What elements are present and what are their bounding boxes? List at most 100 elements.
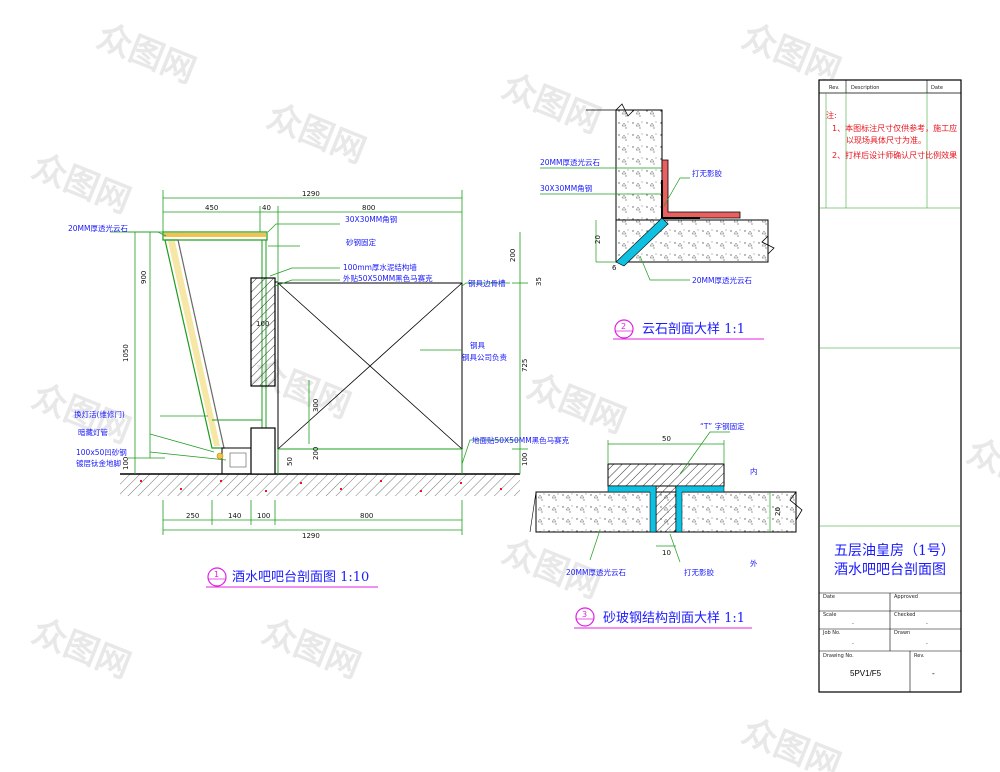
label-equip-1: 钢具	[470, 340, 485, 350]
dim-left-top: 450	[205, 204, 218, 212]
dim-100-right: 100	[521, 453, 529, 466]
tb-field-rev: Rev.	[914, 653, 925, 659]
detail2-dim-6: 6	[612, 264, 617, 272]
tb-note-line: 1、本图标注尺寸仅供参考，施工应	[832, 123, 957, 133]
dim-725: 725	[521, 359, 529, 372]
tb-project-line2: 酒水吧吧台剖面图	[834, 562, 946, 578]
counter-top	[162, 231, 268, 241]
title-block: Rev. Description Date 注: 1、本图标注尺寸仅供参考，施工…	[818, 79, 962, 693]
detail2-dim-20: 20	[594, 235, 602, 244]
label-lamp: 换灯活(维修门)	[74, 409, 125, 419]
dim-100-left: 100	[122, 457, 130, 470]
dim-35: 35	[535, 277, 543, 286]
dim-200-inner: 200	[312, 447, 320, 460]
section-3-drawing: 50 20 10 “T” 字钢固定 内 外 20MM厚透光云石 打无影胶 3 砂…	[529, 421, 803, 629]
front-panel-stone	[168, 241, 220, 446]
watermark: 众图网	[497, 66, 607, 141]
dim-200-right: 200	[509, 249, 517, 262]
detail3-dim-50: 50	[662, 435, 671, 443]
section-1-title-text: 酒水吧吧台剖面图 1:10	[232, 570, 369, 585]
glue-left	[607, 485, 657, 533]
tb-drawing-number: 5PV1/F5	[850, 669, 882, 678]
detail-wall	[615, 109, 663, 221]
tb-project-line1: 五层油皇房（1号）	[834, 543, 955, 559]
label-base-2: 镀层钛金地脚	[76, 458, 121, 468]
detail3-dim-10: 10	[662, 549, 671, 557]
dim-total-top: 1290	[302, 190, 320, 198]
right-dimension-lines	[512, 232, 528, 474]
tb-field-drawn: Drawn	[894, 630, 910, 636]
dim-right-top: 800	[362, 204, 375, 212]
stone-diagonal	[615, 217, 669, 267]
watermark: 众图网	[962, 431, 1000, 506]
dim-100-bottom: 100	[257, 512, 270, 520]
wall-base	[250, 427, 276, 475]
detail2-label-glue: 打无影胶	[692, 168, 722, 178]
detail2-label-angle: 30X30MM角钢	[540, 183, 592, 193]
tb-value-jobno: -	[852, 641, 854, 647]
tb-note-head: 注:	[826, 110, 837, 120]
label-wall: 100mm厚水泥结构墙	[343, 262, 417, 272]
tb-header-date: Date	[931, 85, 943, 91]
ground-hatch	[120, 474, 520, 496]
watermark: 众图网	[262, 96, 372, 171]
watermark: 众图网	[92, 16, 202, 91]
tb-header-rev: Rev.	[829, 85, 840, 91]
dim-250: 250	[186, 512, 199, 520]
detail3-label-stone: 20MM厚透光云石	[566, 567, 626, 577]
tb-field-date: Date	[823, 594, 835, 600]
detail3-dim-20: 20	[774, 507, 782, 516]
t-steel-flange	[607, 463, 725, 487]
watermark: 众图网	[27, 146, 137, 221]
tb-rev-value: -	[932, 669, 935, 678]
base-plinth	[221, 447, 253, 475]
tb-value-drawn: -	[926, 641, 928, 647]
structure-wall	[250, 277, 276, 387]
detail3-label-outer: 外	[750, 558, 758, 568]
section-1-drawing: 1290 450 40 800 900 1050 100 100 300 200…	[68, 190, 570, 588]
detail-3-leaders	[589, 431, 771, 563]
dim-140: 140	[228, 512, 241, 520]
label-base-1: 100x50凹砂钢	[76, 447, 127, 457]
watermark: 众图网	[27, 611, 137, 686]
section-3-title-text: 砂玻钢结构剖面大样 1:1	[603, 611, 745, 626]
title-block-border	[818, 79, 962, 693]
counter-top-stone	[164, 233, 266, 237]
ground-marks	[140, 480, 502, 492]
t-steel-web	[655, 485, 677, 533]
label-equip-2: 钢具公司负责	[462, 352, 507, 362]
label-fix: 砂钢固定	[346, 237, 376, 247]
hidden-lamp	[216, 452, 224, 460]
section-2-title: 2 云石剖面大样 1:1	[613, 319, 764, 340]
tb-note-line: 2、打样后设计师确认尺寸比例效果	[832, 150, 957, 160]
label-stone-1: 20MM厚透光云石	[68, 223, 128, 233]
top-dimension-lines	[162, 190, 463, 283]
label-paint: 外贴50X50MM黑色马赛克	[343, 273, 433, 283]
section-badge	[207, 567, 227, 587]
section-badge-number: 1	[214, 570, 219, 579]
tb-value-scale: -	[852, 621, 854, 627]
section-badge-number: 2	[621, 322, 626, 331]
tb-note-line: 以现场具体尺寸为准。	[846, 135, 926, 145]
watermark: 众图网	[737, 711, 847, 772]
left-dimension-lines	[128, 231, 165, 474]
watermark: 众图网	[257, 611, 367, 686]
detail-2-leaders	[540, 167, 690, 281]
dim-wall-100: 100	[256, 320, 269, 328]
tb-header-desc: Description	[851, 85, 879, 91]
tb-field-jobno: Job No.	[822, 630, 841, 636]
tb-field-drawing: Drawing No.	[823, 653, 854, 659]
detail2-label-stone: 20MM厚透光云石	[540, 157, 600, 167]
dim-300: 300	[312, 399, 320, 412]
dim-1050: 1050	[122, 344, 130, 362]
leader-lines	[110, 223, 520, 465]
dim-800-bottom: 800	[360, 512, 373, 520]
tb-field-approved: Approved	[894, 594, 918, 600]
label-angle-1: 30X30MM角钢	[345, 214, 397, 224]
front-panel-edge	[177, 239, 225, 449]
dim-50: 50	[286, 457, 294, 466]
section-badge-number: 3	[582, 610, 587, 619]
detail3-label-tsteel: “T” 字钢固定	[700, 421, 745, 431]
dim-900: 900	[140, 271, 148, 284]
